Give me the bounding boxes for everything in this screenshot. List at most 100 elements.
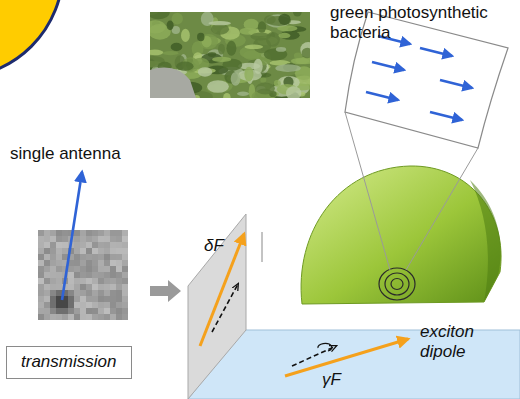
gamma-dashed [292, 346, 336, 366]
photo-texture [276, 47, 286, 52]
image-pixel [50, 284, 56, 290]
image-pixel [92, 248, 98, 254]
species-label: green photosynthetic bacteria [330, 3, 516, 44]
dipole-angle-label: δF [204, 236, 224, 256]
caption-box: transmission [6, 346, 132, 379]
image-pixel [110, 236, 116, 242]
image-pixel [68, 272, 74, 278]
image-pixel [44, 290, 50, 296]
photo-texture [286, 86, 301, 98]
photo-texture [212, 57, 231, 62]
image-pixel [68, 308, 74, 314]
photo-texture [181, 29, 190, 42]
image-pixel [68, 284, 74, 290]
image-pixel [116, 272, 122, 278]
image-pixel [80, 230, 86, 236]
image-pixel [44, 260, 50, 266]
image-pixel [56, 236, 62, 242]
image-pixel [74, 272, 80, 278]
image-pixel [38, 290, 44, 296]
photo-texture [243, 51, 260, 60]
photo-texture [264, 15, 276, 24]
image-pixel [50, 254, 56, 260]
image-pixel [38, 272, 44, 278]
image-pixel [116, 260, 122, 266]
image-pixel [110, 308, 116, 314]
image-pixel [110, 266, 116, 272]
image-pixel [62, 230, 68, 236]
delta-arrow [200, 234, 244, 346]
image-pixel [92, 266, 98, 272]
flow-arrow [150, 280, 181, 302]
image-pixel [98, 272, 104, 278]
image-pixel [74, 278, 80, 284]
image-pixel [56, 278, 62, 284]
image-pixel [38, 230, 44, 236]
image-pixel [122, 314, 128, 320]
image-pixel [80, 290, 86, 296]
image-pixel [80, 278, 86, 284]
image-pixel [50, 296, 56, 302]
photo-texture [167, 20, 174, 30]
image-pixel [38, 302, 44, 308]
image-pixel [68, 296, 74, 302]
image-pixel [98, 308, 104, 314]
delta-dashed [212, 284, 238, 332]
image-pixel [56, 272, 62, 278]
image-pixel [50, 272, 56, 278]
gamma-arrow [285, 339, 408, 376]
image-pixel [50, 230, 56, 236]
image-pixel [56, 308, 62, 314]
photo-texture [211, 24, 229, 35]
photo-texture [176, 62, 193, 71]
image-pixel [50, 290, 56, 296]
sheet-arrows [366, 36, 472, 120]
image-pixel [86, 230, 92, 236]
image-pixel [86, 290, 92, 296]
image-pixel [104, 308, 110, 314]
image-pixel [50, 260, 56, 266]
image-pixel [116, 278, 122, 284]
image-pixel [104, 230, 110, 236]
image-pixel [74, 266, 80, 272]
image-pixel [50, 236, 56, 242]
image-pixel [80, 284, 86, 290]
image-pixel [62, 248, 68, 254]
image-pixel [110, 248, 116, 254]
image-pixel [122, 308, 128, 314]
image-pixel [44, 296, 50, 302]
tick-mark [262, 232, 263, 262]
image-pixel [110, 290, 116, 296]
photo-texture [302, 48, 310, 58]
image-pixel [122, 260, 128, 266]
image-pixel [92, 236, 98, 242]
image-pixel [50, 266, 56, 272]
image-pixel [80, 260, 86, 266]
image-pixel [62, 302, 68, 308]
image-pixel [74, 296, 80, 302]
chlorosome [301, 166, 501, 304]
image-pixel [104, 272, 110, 278]
image-pixel [98, 266, 104, 272]
photo-texture [207, 80, 229, 93]
image-pixel [98, 314, 104, 320]
image-pixel [80, 272, 86, 278]
image-pixel [98, 284, 104, 290]
image-pixel [116, 302, 122, 308]
rod-rings [379, 268, 415, 300]
image-pixel [68, 266, 74, 272]
image-pixel [92, 242, 98, 248]
image-pixel [104, 242, 110, 248]
image-pixel [122, 266, 128, 272]
image-pixel [38, 296, 44, 302]
image-pixel [38, 248, 44, 254]
image-pixel [44, 242, 50, 248]
image-pixel [92, 272, 98, 278]
image-pixel [56, 266, 62, 272]
image-pixel [74, 254, 80, 260]
image-pixel [104, 302, 110, 308]
image-pixel [116, 284, 122, 290]
image-pixel [62, 308, 68, 314]
image-pixel [74, 236, 80, 242]
rotation-mark [318, 343, 332, 351]
